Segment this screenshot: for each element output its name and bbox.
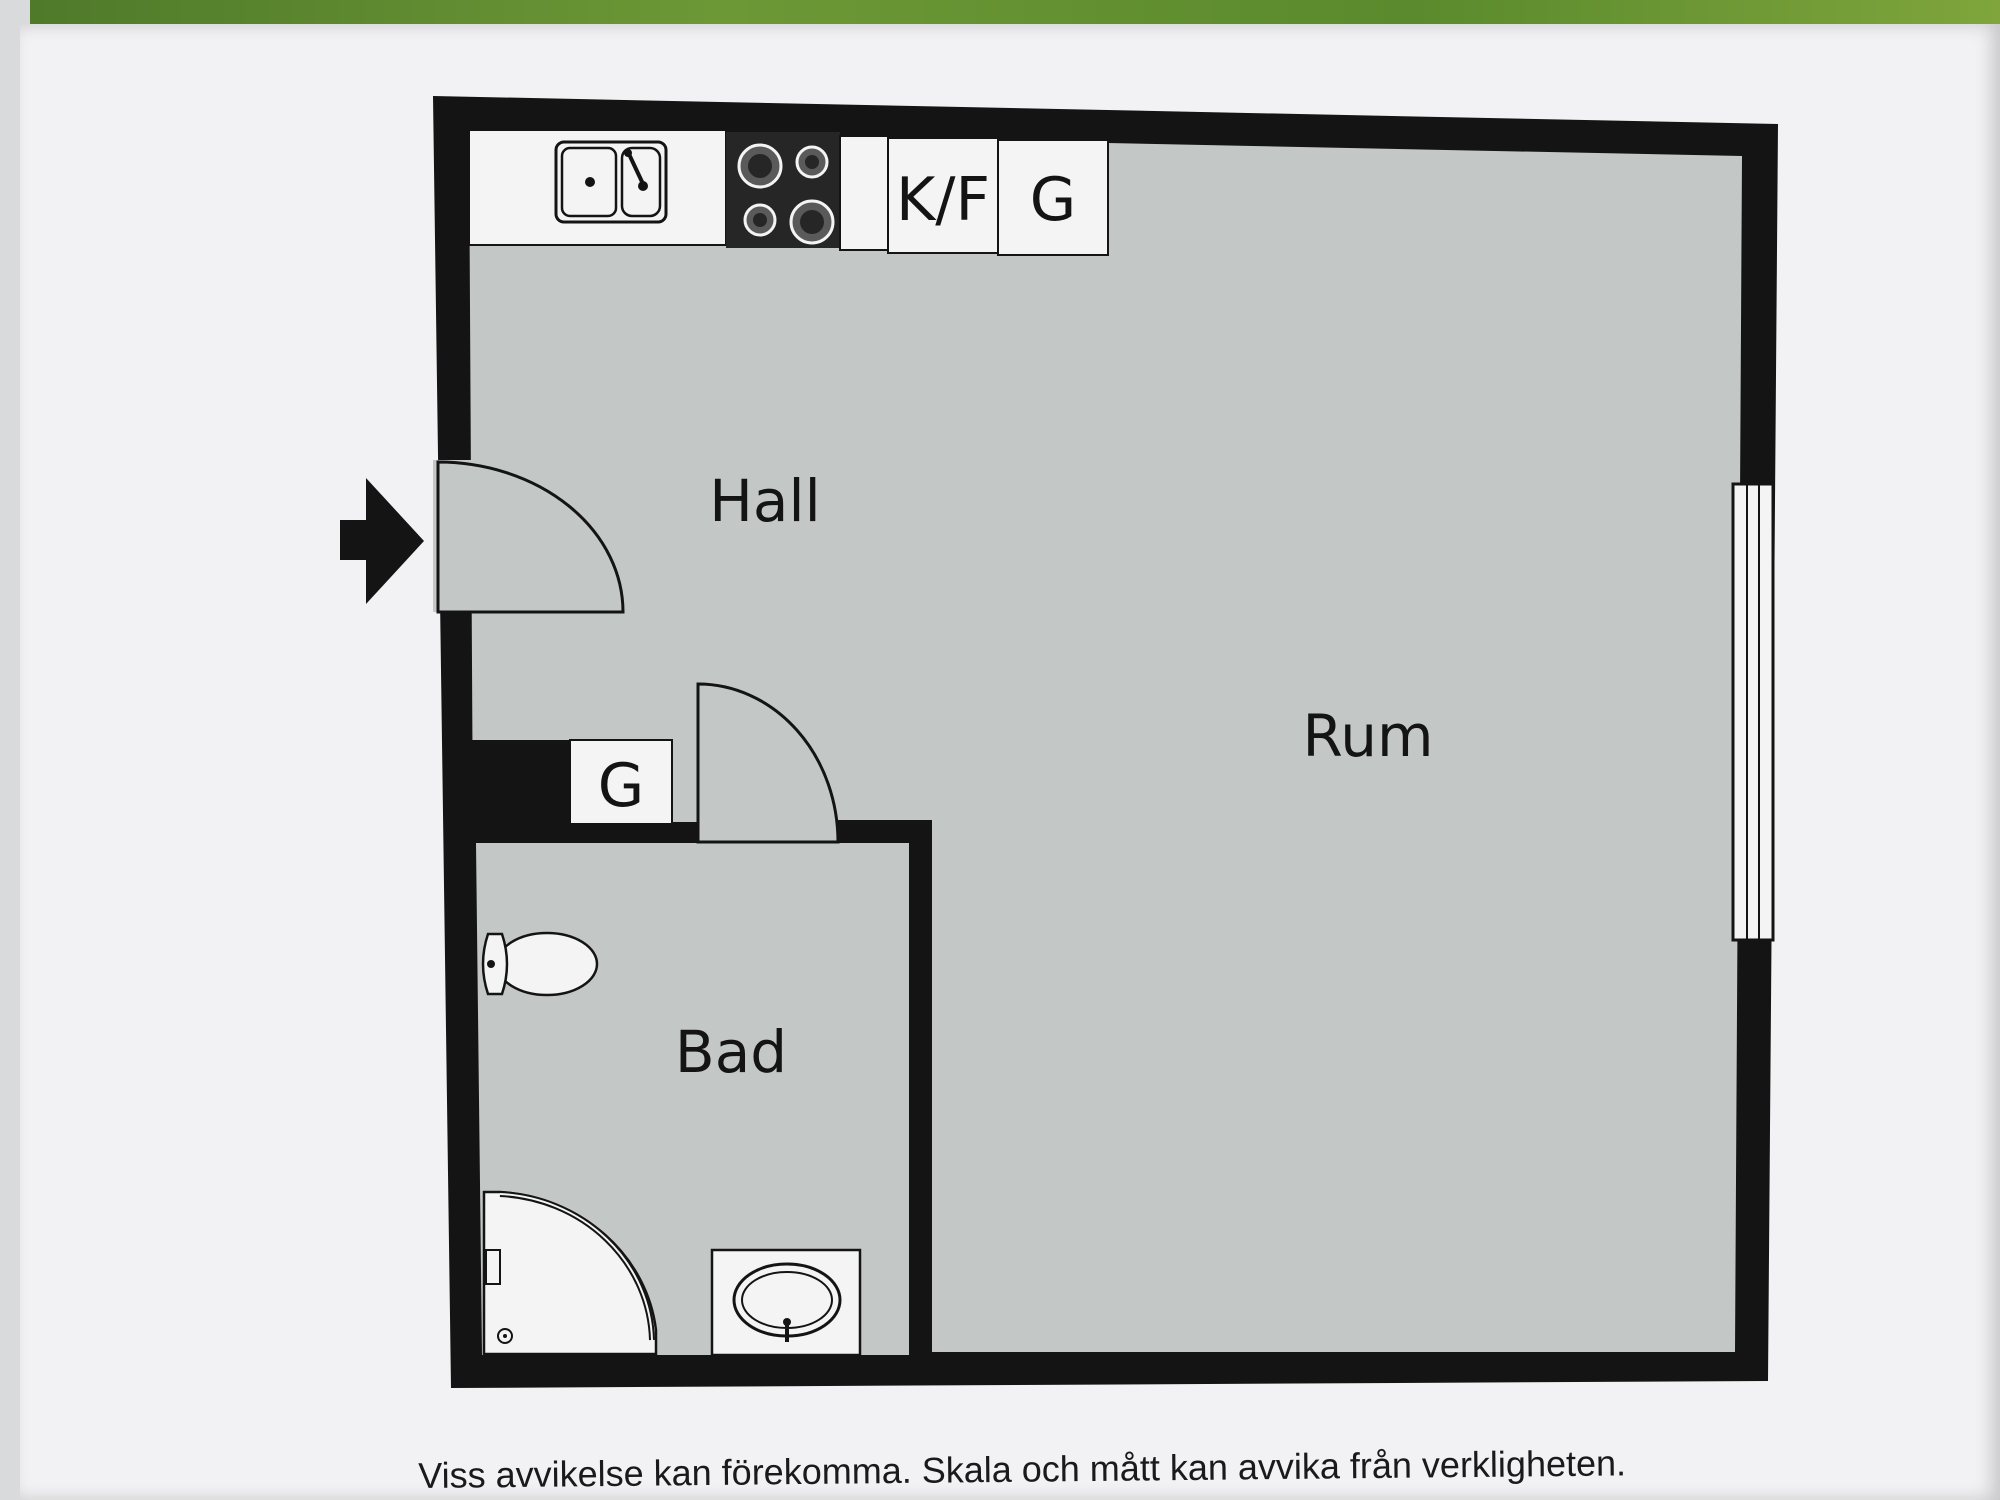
window [1731,482,1775,942]
room-label-hall: Hall [709,467,820,535]
washbasin-icon [710,1248,862,1357]
kitchen-wardrobe-label: G [1030,165,1077,235]
entrance-door-swing [436,460,625,614]
room-label-rum: Rum [1303,702,1434,770]
shower-icon [482,1190,658,1356]
kitchen-sink-icon [554,140,668,224]
kitchen-counter-gap [839,135,889,251]
entrance-arrow-icon [340,478,424,604]
stove-icon [726,132,840,248]
bathroom-door-swing [696,682,840,844]
floor-main [469,130,1742,1352]
room-label-bad: Bad [675,1018,787,1086]
hall-wardrobe-label: G [598,751,645,821]
toilet-icon [481,931,599,997]
kitchen-wardrobe-box [997,139,1109,256]
hall-wardrobe-box [569,739,673,825]
fridge-freezer-box [887,137,999,254]
bathroom-wall-top-right [838,820,930,842]
photo-grass-strip [30,0,2000,24]
bathroom-wall-right [910,820,932,1355]
hall-closet-niche [470,740,570,822]
fridge-freezer-label: K/F [896,165,990,235]
bathroom-wall-top-left [470,822,698,842]
